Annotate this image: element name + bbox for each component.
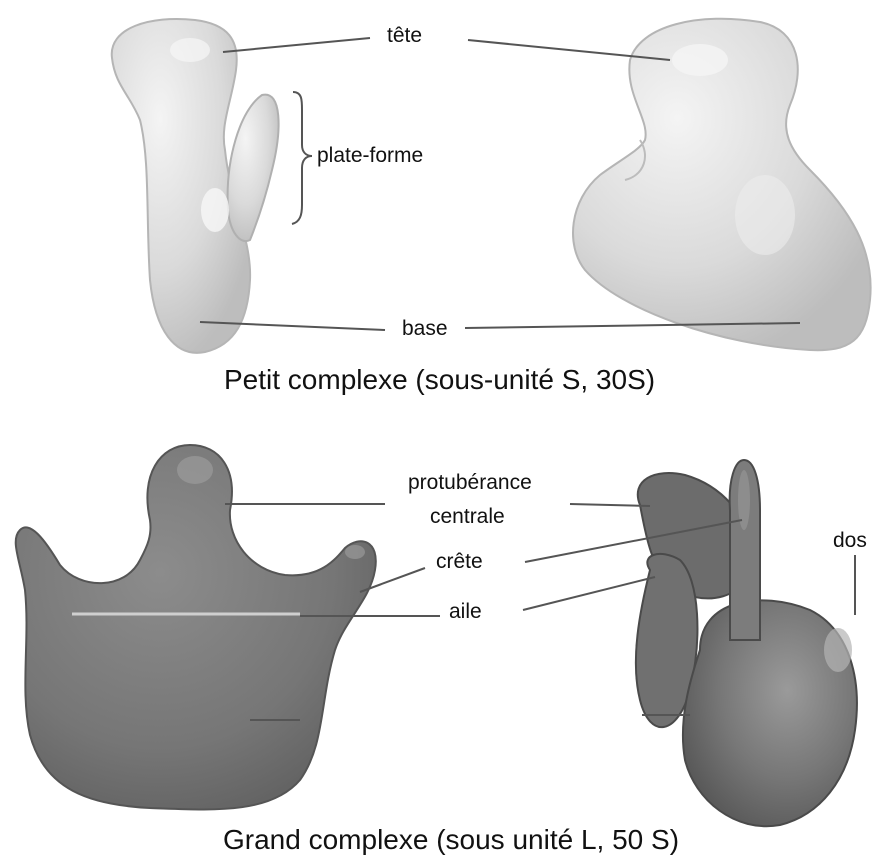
large-subunit-caption: Grand complexe (sous unité L, 50 S) (223, 826, 679, 854)
label-centrale: centrale (430, 506, 505, 527)
small-subunit-caption: Petit complexe (sous-unité S, 30S) (224, 366, 655, 394)
large-subunit-left-body (16, 445, 376, 809)
label-aile: aile (449, 601, 482, 622)
label-dos: dos (833, 530, 867, 551)
label-crete: crête (436, 551, 483, 572)
label-plate-forme: plate-forme (317, 145, 423, 166)
label-protuberance: protubérance (408, 472, 532, 493)
label-base: base (402, 318, 448, 339)
small-subunit-platform (228, 95, 279, 241)
label-tete: tête (387, 25, 422, 46)
